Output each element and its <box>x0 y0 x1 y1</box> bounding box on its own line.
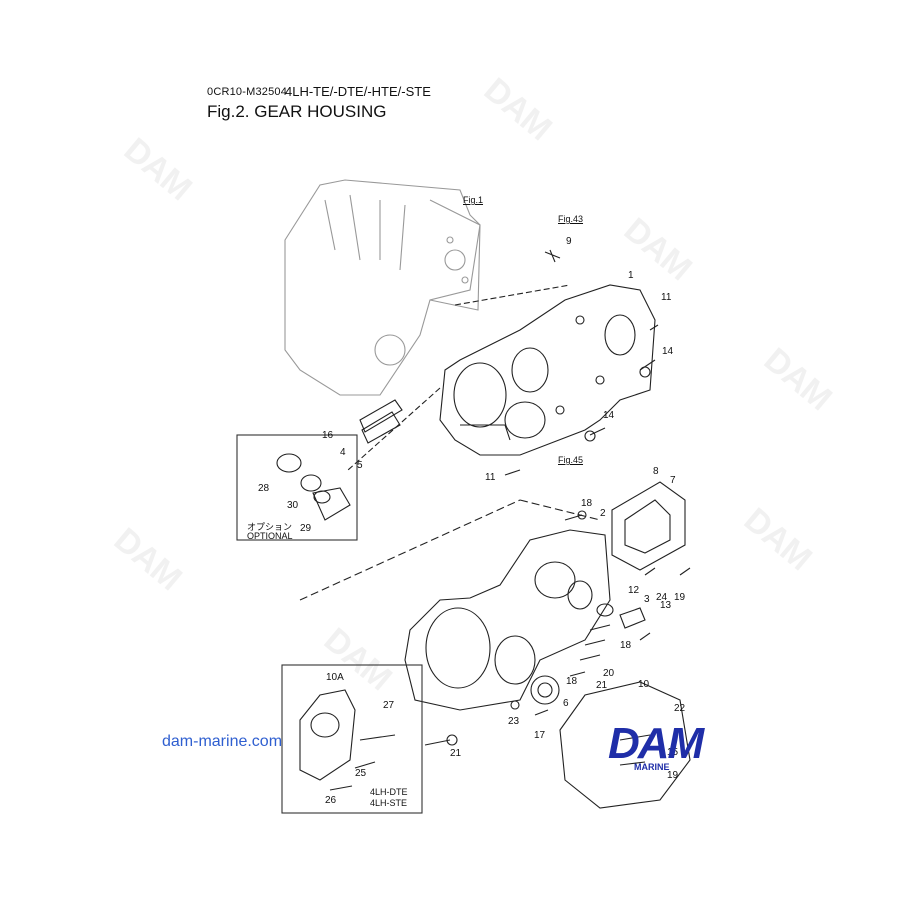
variant-part-10a: 10A <box>326 672 344 683</box>
callout-5: 5 <box>357 460 363 471</box>
optional-label-en: OPTIONAL <box>247 531 293 541</box>
timing-cover-outline <box>404 529 611 711</box>
part-code: 0CR10-M32504 <box>207 86 288 98</box>
ref-fig-45: Fig.45 <box>558 455 584 465</box>
callout-17: 17 <box>534 730 546 741</box>
callout-1: 1 <box>628 270 634 281</box>
callout-19b: 19 <box>667 770 679 781</box>
callout-23: 23 <box>508 716 520 727</box>
callout-24: 24 <box>656 592 668 603</box>
cover-plate-outline <box>611 481 686 571</box>
callout-20: 20 <box>603 668 615 679</box>
brand-subtitle: MARINE <box>634 762 670 772</box>
callout-7: 7 <box>670 475 676 486</box>
callout-11b: 11 <box>485 472 496 483</box>
callout-2: 2 <box>600 508 606 519</box>
variant-part-26: 26 <box>325 795 337 806</box>
callout-18b: 18 <box>620 640 632 651</box>
brand-logo: DAM MARINE <box>608 719 704 773</box>
front-cover-outline <box>559 681 691 809</box>
callout-14: 14 <box>662 346 674 357</box>
variant-part-25: 25 <box>355 768 367 779</box>
callout-21b: 21 <box>450 748 462 759</box>
ref-fig-1: Fig.1 <box>463 195 484 205</box>
figure-title: Fig.2. GEAR HOUSING <box>207 102 387 121</box>
callout-16: 16 <box>322 430 334 441</box>
callout-21: 21 <box>596 680 608 691</box>
callout-14b: 14 <box>603 410 615 421</box>
callout-22: 22 <box>674 703 686 714</box>
gear-housing-outline <box>439 284 656 456</box>
variant-model-ste: 4LH-STE <box>370 798 408 808</box>
gasket-outline <box>361 411 401 444</box>
callout-6: 6 <box>563 698 569 709</box>
website-link[interactable]: dam-marine.com <box>162 733 283 750</box>
variant-model-dte: 4LH-DTE <box>370 787 408 797</box>
callout-19: 19 <box>674 592 686 603</box>
callout-18: 18 <box>581 498 593 509</box>
callout-3: 3 <box>644 594 650 605</box>
callout-13: 13 <box>660 600 672 611</box>
optional-label-jp: オプション <box>247 522 293 532</box>
callout-18c: 18 <box>566 676 578 687</box>
model-list: 4LH-TE/-DTE/-HTE/-STE <box>285 84 431 99</box>
callout-12: 12 <box>628 585 640 596</box>
brand-name: DAM <box>608 719 704 768</box>
callout-4: 4 <box>340 447 346 458</box>
optional-part-29: 29 <box>300 523 312 534</box>
callout-10: 10 <box>638 679 650 690</box>
optional-part-30: 30 <box>287 500 299 511</box>
callout-9: 9 <box>566 236 572 247</box>
engine-block-outline <box>284 179 481 396</box>
optional-part-28: 28 <box>258 483 270 494</box>
callout-8: 8 <box>653 466 659 477</box>
callout-15: 15 <box>667 747 679 758</box>
variant-part-27: 27 <box>383 700 395 711</box>
ref-fig-43: Fig.43 <box>558 214 584 224</box>
callout-11: 11 <box>661 292 672 303</box>
